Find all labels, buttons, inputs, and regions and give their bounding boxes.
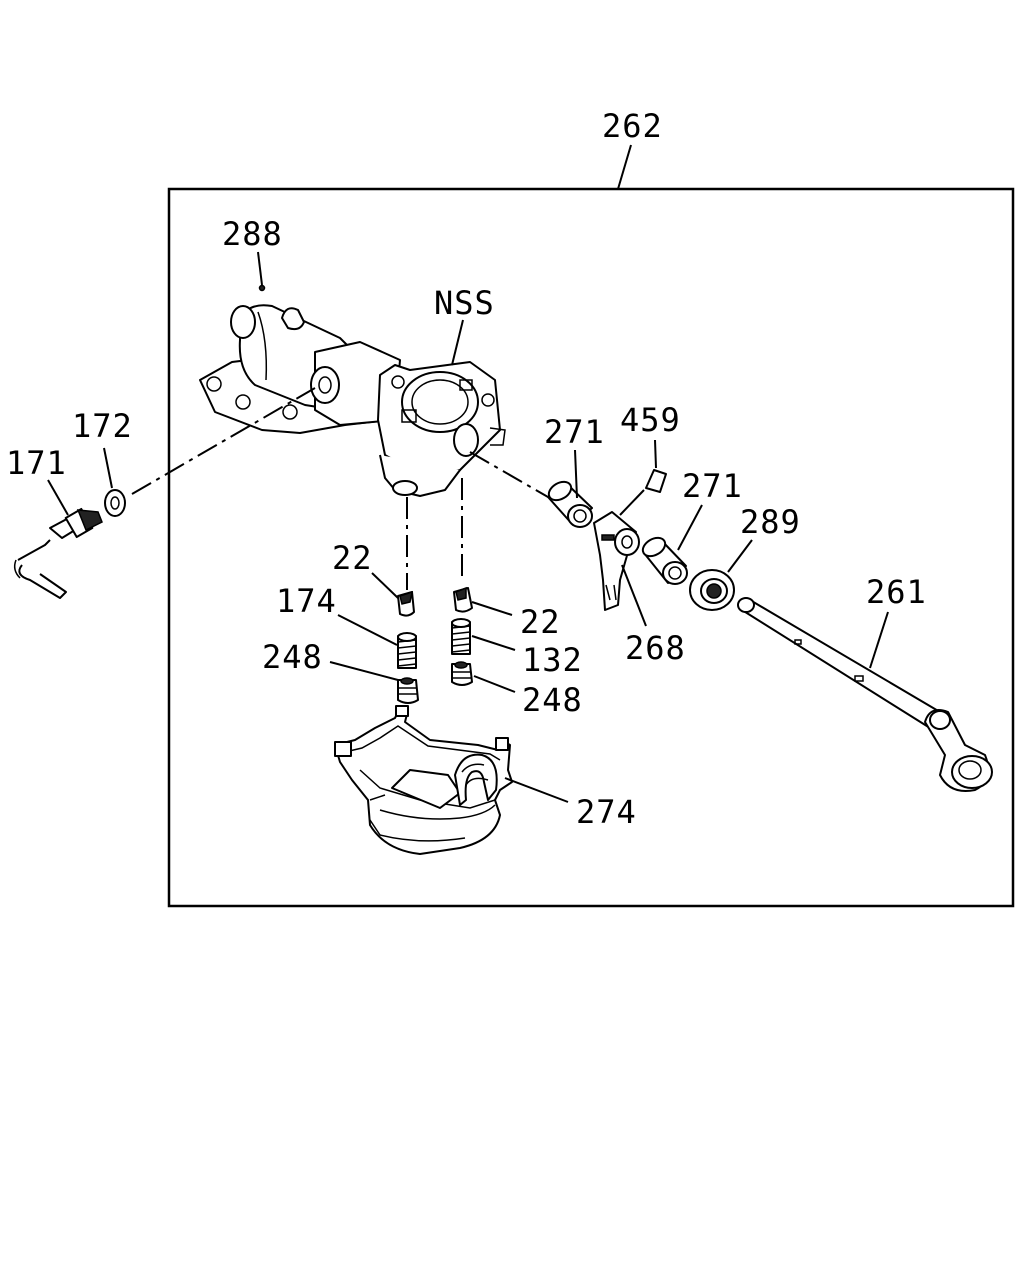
shaft-axis (469, 451, 549, 498)
callout-nss: NSS (434, 284, 495, 322)
spring-right-leader (471, 635, 516, 651)
plug-right-leader (473, 675, 516, 693)
callout-248-left: 248 (262, 638, 323, 676)
spring-right-part (451, 618, 471, 655)
housing-part (199, 304, 506, 497)
shift-shaft-leader (869, 611, 889, 669)
plug-left-part (397, 677, 419, 704)
plug-left-leader (329, 661, 399, 681)
callout-262: 262 (602, 107, 663, 145)
cover-leader (504, 777, 569, 803)
plunger-left-leader (371, 572, 399, 599)
bushing-right-leader (677, 504, 703, 551)
assembly-frame (167, 187, 1015, 908)
lever-leader (621, 564, 647, 627)
detent-ball-part (257, 251, 305, 331)
callout-289: 289 (740, 503, 801, 541)
callout-268: 268 (625, 629, 686, 667)
lever-part (593, 511, 640, 611)
callout-174: 174 (276, 582, 337, 620)
spring-left-part (397, 632, 417, 669)
washer-part (104, 489, 126, 517)
plunger-right-part (453, 586, 473, 613)
callout-172: 172 (72, 407, 133, 445)
washer-leader (103, 447, 113, 489)
callout-271-right: 271 (682, 467, 743, 505)
oil-seal-leader (727, 539, 753, 573)
assembly-leader (617, 144, 632, 190)
callout-459: 459 (620, 401, 681, 439)
oil-seal-part (689, 569, 735, 611)
bushing-right-part (641, 536, 688, 585)
callout-22-right: 22 (520, 603, 561, 641)
callout-171: 171 (6, 444, 67, 482)
switch-axis (131, 387, 316, 495)
pin-callout-leader (654, 439, 657, 469)
plunger-right-leader (471, 601, 513, 616)
callout-271-left: 271 (544, 413, 605, 451)
switch-leader (47, 479, 69, 516)
bushing-left-part (547, 480, 593, 528)
plunger-left-part (397, 590, 415, 617)
shift-shaft-part (737, 597, 993, 792)
spring-left-leader (337, 614, 398, 646)
callout-22-left: 22 (332, 539, 373, 577)
plug-right-part (451, 661, 473, 686)
pin-part (645, 469, 667, 493)
callout-261: 261 (866, 573, 927, 611)
callout-274: 274 (576, 793, 637, 831)
pin-leader (619, 489, 645, 516)
callout-288: 288 (222, 215, 283, 253)
housing-leader (451, 319, 464, 366)
bushing-left-leader (574, 449, 578, 499)
callout-248-right: 248 (522, 681, 583, 719)
cover-part (334, 705, 513, 855)
callout-132: 132 (522, 641, 583, 679)
switch-part (13, 507, 103, 599)
